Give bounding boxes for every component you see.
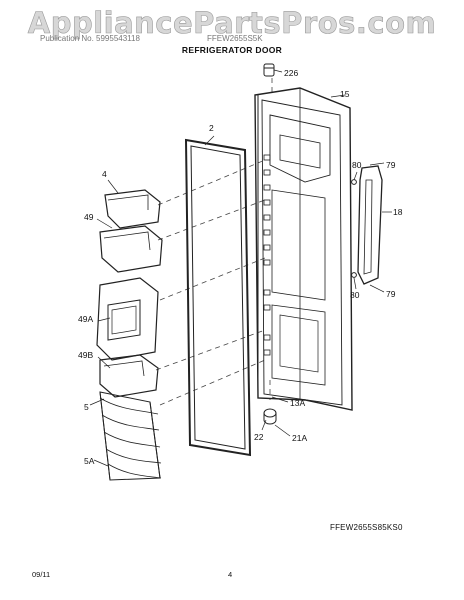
callout-2: 2	[209, 123, 214, 133]
callout-226: 226	[284, 68, 298, 78]
leader-lines	[155, 78, 273, 406]
callout-49a: 49A	[78, 314, 93, 324]
callout-leaders	[89, 69, 392, 467]
wine-rack	[99, 391, 162, 481]
refrigerator-door	[254, 87, 353, 411]
publication-number: Publication No. 5995543118	[40, 34, 140, 43]
door-bin-49b	[99, 354, 159, 398]
model-header: FFEW2655S5K	[207, 34, 263, 43]
callout-79-bottom: 79	[386, 289, 396, 299]
callout-5a: 5A	[84, 456, 95, 466]
door-bin-49	[99, 225, 163, 273]
callout-5: 5	[84, 402, 89, 412]
callout-49b: 49B	[78, 350, 93, 360]
page-number: 4	[228, 570, 233, 579]
callout-49: 49	[84, 212, 94, 222]
callout-79-top: 79	[386, 160, 396, 170]
callout-4: 4	[102, 169, 107, 179]
callout-15: 15	[340, 89, 350, 99]
model-code: FFEW2655S85KS0	[330, 523, 403, 532]
page-title: REFRIGERATOR DOOR	[181, 45, 283, 55]
door-gasket	[184, 138, 252, 457]
dairy-compartment-49a	[96, 277, 159, 361]
callout-18: 18	[393, 207, 403, 217]
callout-21a: 21A	[292, 433, 307, 443]
door-handle	[351, 165, 383, 285]
watermark-logo: AppliancePartsPros.com	[27, 6, 437, 41]
callout-22: 22	[254, 432, 264, 442]
callout-13a: 13A	[290, 398, 305, 408]
door-bin-4	[104, 189, 161, 229]
callout-80-top: 80	[352, 160, 362, 170]
hinge-spacer	[263, 408, 277, 425]
date-code: 09/11	[32, 570, 51, 579]
callout-80-bottom: 80	[350, 290, 360, 300]
hinge-cap	[263, 63, 275, 77]
